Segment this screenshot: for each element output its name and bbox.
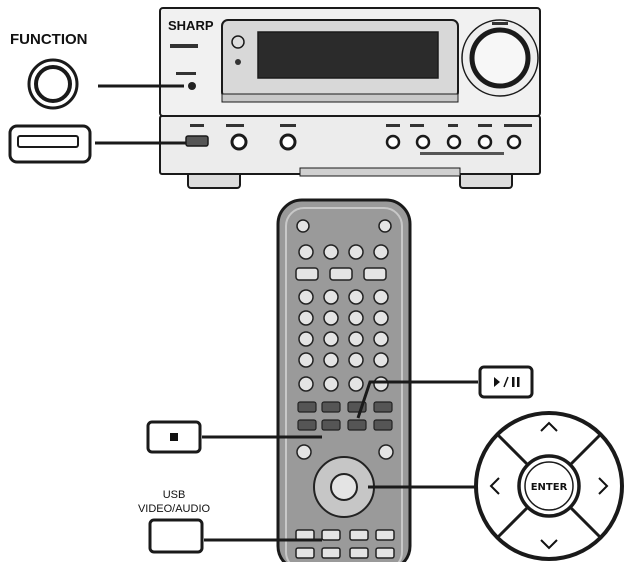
remote-enter-button[interactable] [330, 473, 358, 501]
remote-usb-button[interactable] [321, 529, 341, 541]
remote-button[interactable] [295, 547, 315, 559]
remote-button[interactable] [297, 419, 317, 431]
chevron-down-icon[interactable] [540, 539, 558, 550]
remote-button[interactable] [375, 547, 395, 559]
unit-button[interactable] [506, 134, 522, 150]
usb-connector [17, 135, 79, 148]
stop-icon [170, 433, 178, 441]
chevron-up-icon[interactable] [540, 421, 558, 432]
unit-button-row [385, 124, 532, 155]
remote-button[interactable] [349, 547, 369, 559]
remote-button[interactable] [296, 219, 310, 233]
function-label: FUNCTION [10, 31, 88, 48]
usb-label-line2: VIDEO/AUDIO [138, 503, 211, 515]
unit-jack-1[interactable] [230, 133, 248, 151]
remote-button[interactable] [297, 401, 317, 413]
unit-button[interactable] [477, 134, 493, 150]
cursor-pad-callout: ENTER [474, 411, 624, 561]
enter-button-label[interactable]: ENTER [531, 482, 568, 493]
remote-button[interactable] [349, 529, 369, 541]
chevron-left-icon[interactable] [489, 477, 500, 495]
play-pause-callout-line [356, 380, 478, 419]
remote-control [276, 198, 412, 562]
main-unit: SHARP [159, 7, 541, 189]
remote-button[interactable] [373, 401, 393, 413]
usb-video-audio-callout-button[interactable] [148, 518, 204, 554]
unit-jack-2[interactable] [279, 133, 297, 151]
volume-knob[interactable] [469, 27, 531, 89]
unit-button[interactable] [415, 134, 431, 150]
remote-button[interactable] [375, 529, 395, 541]
remote-button[interactable] [373, 419, 393, 431]
function-button[interactable] [34, 65, 72, 103]
remote-button[interactable] [321, 401, 341, 413]
unit-button[interactable] [446, 134, 462, 150]
remote-stop-button[interactable] [321, 419, 341, 431]
remote-play-pause-button[interactable] [347, 419, 367, 431]
unit-button[interactable] [385, 134, 401, 150]
play-pause-icon [494, 376, 520, 388]
chevron-right-icon[interactable] [598, 477, 609, 495]
display-screen [257, 31, 439, 79]
remote-button[interactable] [378, 219, 392, 233]
remote-button[interactable] [321, 547, 341, 559]
usb-label-line1: USB [163, 489, 186, 501]
remote-button[interactable] [296, 444, 312, 460]
unit-usb-port[interactable] [185, 135, 209, 147]
power-indicator [188, 82, 196, 90]
brand-logo: SHARP [168, 18, 214, 33]
remote-button[interactable] [378, 444, 394, 460]
